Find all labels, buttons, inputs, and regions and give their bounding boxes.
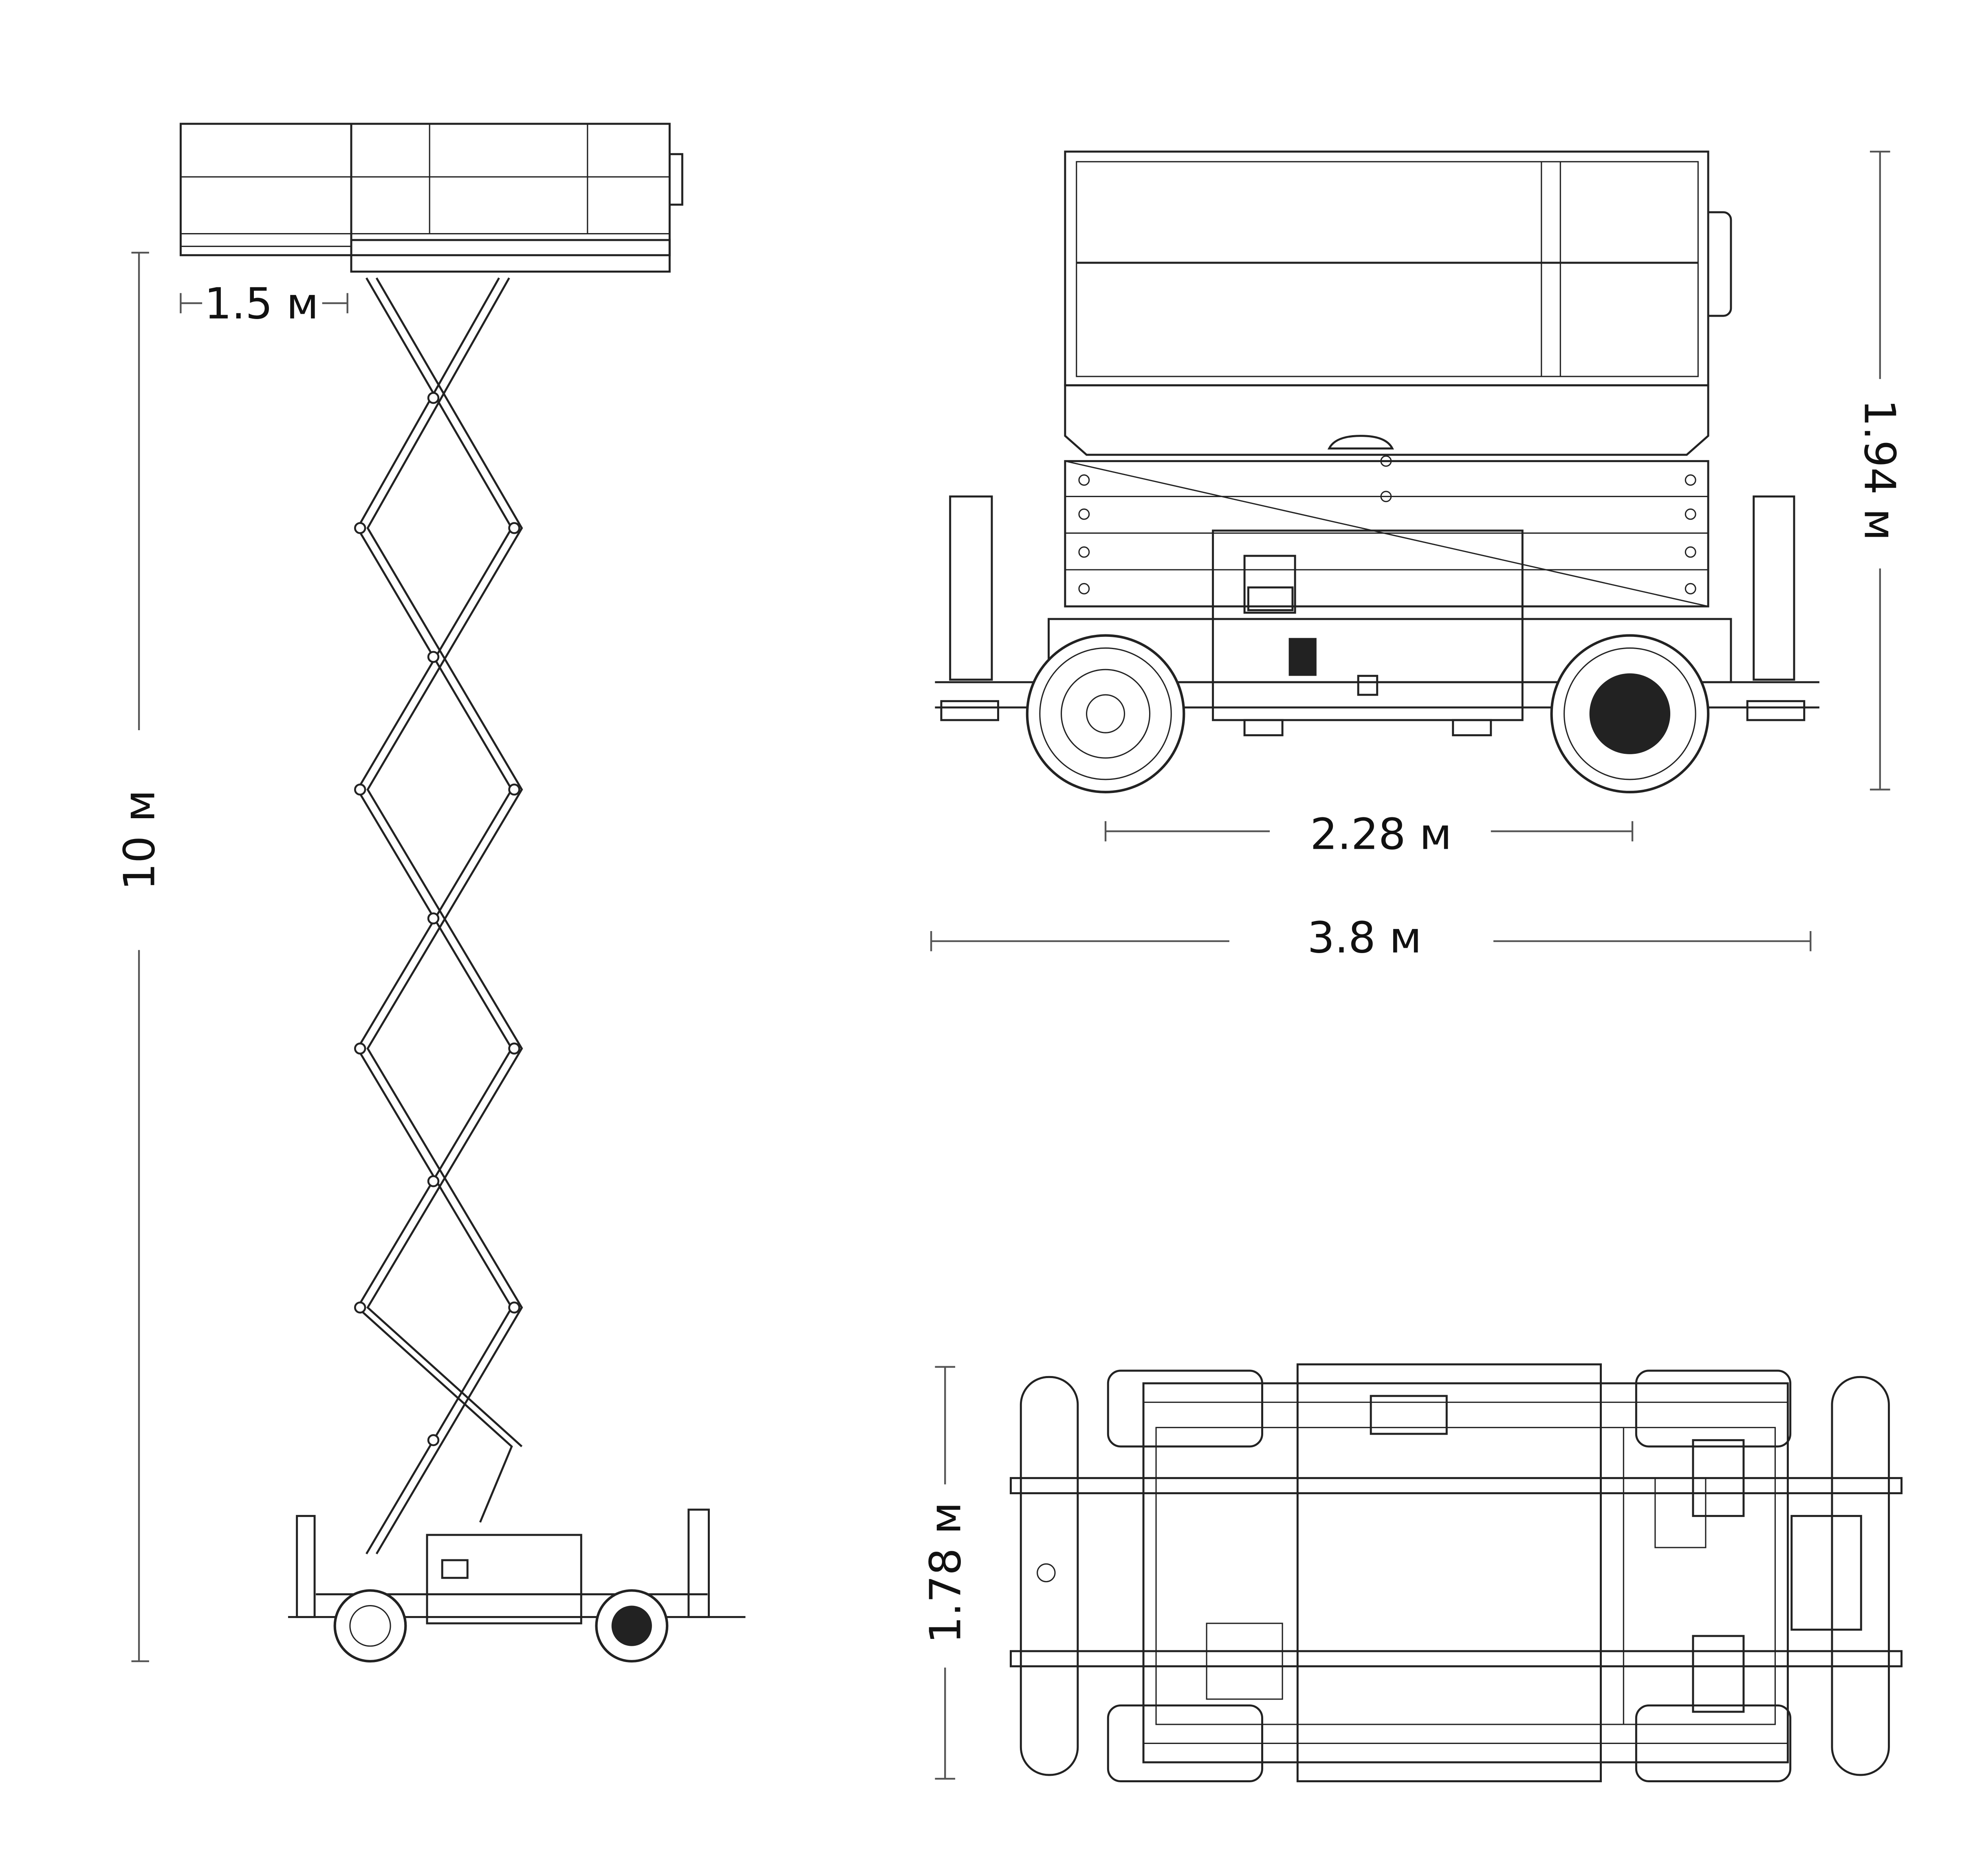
- working-height-dimension: 10 м: [114, 251, 164, 1662]
- front-view: 1.94 м 2.28 м 3.8 м: [930, 150, 1905, 963]
- top-outriggers: [1020, 1376, 1890, 1776]
- working-height-label: 10 м: [114, 790, 164, 890]
- overall-width-label: 1.78 м: [920, 1502, 970, 1644]
- front-wheel-right: [1550, 634, 1710, 794]
- stowed-platform: [1064, 150, 1732, 456]
- top-wheels: [1107, 1370, 1792, 1782]
- grip-pattern: [1206, 1477, 1707, 1700]
- overall-length-dimension: 3.8 м: [930, 913, 1812, 963]
- side-chassis: [288, 1508, 746, 1663]
- stowed-height-dimension: 1.94 м: [1855, 150, 1905, 790]
- wheelbase-dimension: 2.28 м: [1104, 809, 1634, 859]
- stowed-scissor-arms: [1064, 455, 1709, 608]
- raised-platform: [179, 123, 683, 273]
- top-view: 1.78 м: [920, 1363, 1903, 1782]
- overall-width-dimension: 1.78 м: [920, 1366, 970, 1780]
- overall-length-label: 3.8 м: [1307, 913, 1422, 963]
- stowed-height-label: 1.94 м: [1855, 399, 1905, 541]
- front-wheel-left: [1026, 634, 1185, 794]
- platform-extension-dimension: 1.5 м: [180, 278, 348, 328]
- front-chassis: [935, 495, 1819, 794]
- side-front-wheel: [333, 1589, 407, 1663]
- platform-extension-label: 1.5 м: [204, 278, 319, 328]
- wheelbase-label: 2.28 м: [1310, 809, 1452, 859]
- side-view: 1.5 м 10 м: [114, 123, 746, 1663]
- scissor-stack: [354, 277, 523, 1555]
